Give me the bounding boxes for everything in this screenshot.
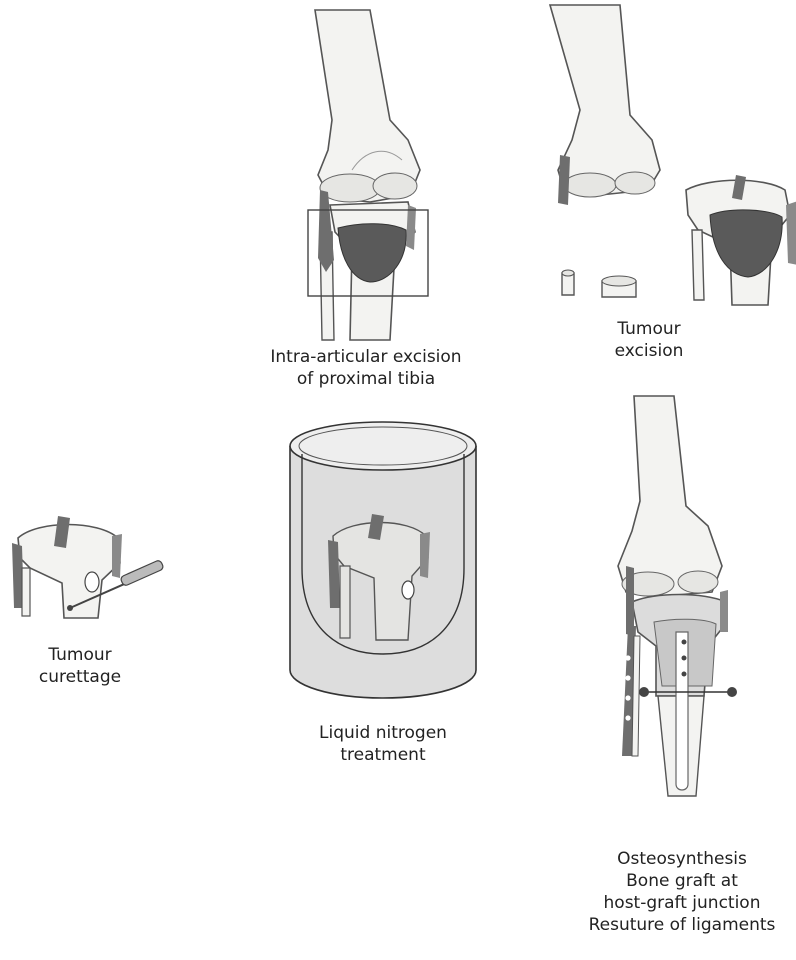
caption-line: curettage bbox=[10, 666, 150, 688]
caption-line: Resuture of ligaments bbox=[570, 914, 794, 936]
caption-line: Tumour bbox=[574, 318, 724, 340]
nitrogen-caption: Liquid nitrogen treatment bbox=[288, 722, 478, 766]
caption-line: Intra-articular excision bbox=[236, 346, 496, 368]
excision-illustration bbox=[290, 10, 450, 340]
caption-line: excision bbox=[574, 340, 724, 362]
caption-line: Tumour bbox=[10, 644, 150, 666]
curettage-illustration bbox=[8, 508, 168, 618]
excision-caption: Intra-articular excision of proximal tib… bbox=[236, 346, 496, 390]
caption-line: of proximal tibia bbox=[236, 368, 496, 390]
caption-line: treatment bbox=[288, 744, 478, 766]
osteosynthesis-illustration bbox=[604, 396, 794, 796]
tumour-excision-illustration bbox=[540, 5, 796, 305]
curettage-caption: Tumour curettage bbox=[10, 644, 150, 688]
caption-line: Liquid nitrogen bbox=[288, 722, 478, 744]
caption-line: Osteosynthesis bbox=[570, 848, 794, 870]
osteosynthesis-caption: Osteosynthesis Bone graft at host-graft … bbox=[570, 848, 794, 936]
tumour-excision-caption: Tumour excision bbox=[574, 318, 724, 362]
caption-line: host-graft junction bbox=[570, 892, 794, 914]
caption-line: Bone graft at bbox=[570, 870, 794, 892]
nitrogen-illustration bbox=[288, 418, 478, 700]
